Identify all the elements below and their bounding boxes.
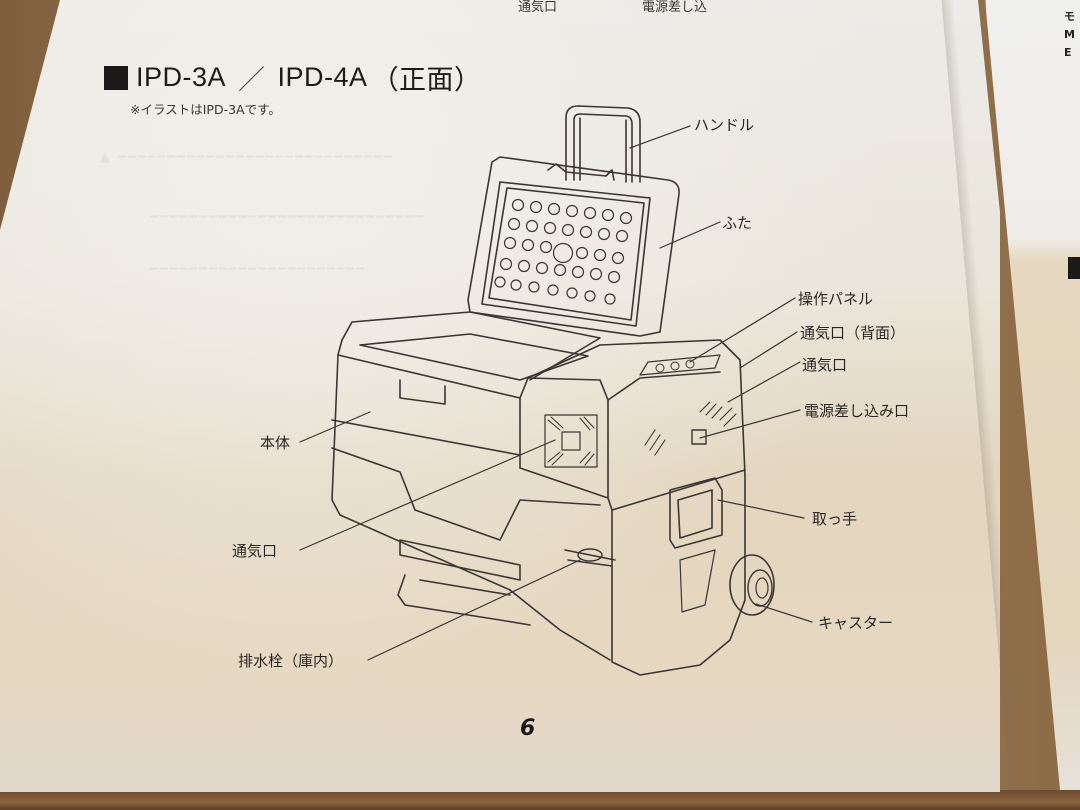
callout-leader-lines [299,125,813,661]
label-body: 本体 [260,434,291,452]
label-control-panel: 操作パネル [798,290,874,308]
telescopic-handle-illustration [565,105,641,183]
label-drain-plug: 排水栓（庫内） [238,652,344,670]
label-handle: ハンドル [694,116,755,134]
label-vent-rear: 通気口（背面） [800,324,906,342]
section-title: IPD-3A ／ IPD-4A （正面） [104,58,482,97]
title-model-a: IPD-3A [136,62,227,92]
title-bullet-square [104,65,128,90]
table-edge [0,790,1080,810]
label-lid: ふた [722,214,753,232]
title-separator: ／ [238,65,266,95]
facing-page-text-2: M [1064,28,1075,41]
label-vent-side: 通気口 [802,356,848,374]
facing-page-text-1: モ [1064,10,1075,23]
cooler-body-illustration [331,311,775,676]
label-caster: キャスター [818,614,894,632]
bleed-through-text: ━━━━━━━━━━━━━━━━━━━━━━━━━━━━ [150,210,426,225]
bleed-through-text: ━━━━━━━━━━━━━━━━━━━━━━ [150,262,367,277]
title-model-b: IPD-4A [277,62,368,92]
cutoff-label-vent: 通気口 [518,0,558,15]
manual-page [0,0,1000,792]
label-grip: 取っ手 [812,510,858,528]
facing-page-bullet-square [1068,257,1080,279]
cutoff-label-power: 電源差し込 [642,0,708,15]
facing-page-text-3: E [1064,46,1072,59]
title-view: （正面） [371,65,482,95]
illustration-note: ※イラストはIPD-3Aです。 [130,102,281,117]
label-vent-front: 通気口 [232,542,278,560]
label-power-inlet: 電源差し込み口 [804,402,910,420]
bleed-through-text: ▲ ━━━━━━━━━━━━━━━━━━━━━━━━━━━━ [100,150,394,165]
lid-illustration [467,156,680,337]
page-number: 6 [520,716,536,741]
